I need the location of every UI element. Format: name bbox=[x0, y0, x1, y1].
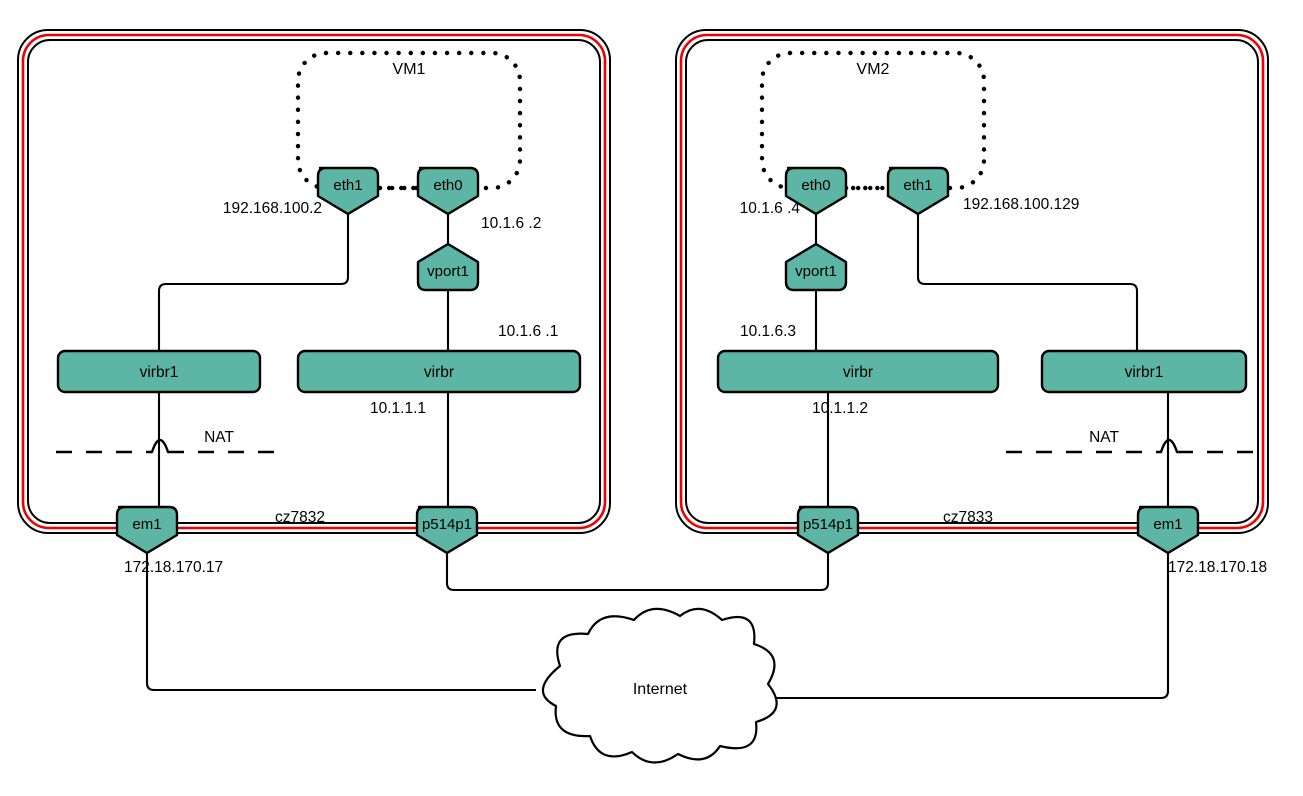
link-em1-right-down bbox=[750, 553, 1170, 700]
bridge-virbr-right-label: virbr bbox=[843, 364, 873, 381]
bridge-virbr-left-label: virbr bbox=[424, 364, 454, 381]
ip-virbr-left-top: 10.1.6 .1 bbox=[498, 323, 558, 340]
link-em1-left-down bbox=[145, 553, 536, 692]
bridge-virbr1-left-label: virbr1 bbox=[140, 364, 179, 381]
node-vm1-eth0-label: eth0 bbox=[433, 177, 462, 194]
host-right-boundary bbox=[675, 29, 1269, 534]
vm1-label: VM1 bbox=[393, 61, 426, 78]
link-vm2-eth1-to-virbr1 bbox=[916, 208, 1139, 351]
bridge-virbr1-left[interactable]: virbr1 bbox=[56, 349, 262, 394]
node-vport1-left-label: vport1 bbox=[427, 263, 469, 280]
nat-label-right: NAT bbox=[1089, 429, 1119, 446]
node-vm1-eth0[interactable]: eth0 bbox=[416, 166, 480, 216]
nic-p514p1-left-label: p514p1 bbox=[422, 516, 472, 533]
node-vm2-eth0[interactable]: eth0 bbox=[784, 166, 848, 216]
ip-vm1-eth1: 192.168.100.2 bbox=[223, 200, 322, 217]
node-vm2-eth0-label: eth0 bbox=[801, 177, 830, 194]
ip-em1-right: 172.18.170.18 bbox=[1168, 559, 1267, 576]
nic-p514p1-left[interactable]: p514p1 bbox=[415, 505, 479, 555]
ip-vm2-eth0: 10.1.6 .4 bbox=[740, 200, 801, 217]
vm1-boundary bbox=[295, 50, 523, 191]
ip-vm2-eth1: 192.168.100.129 bbox=[963, 196, 1079, 213]
node-vm1-eth1-label: eth1 bbox=[333, 177, 362, 194]
ip-virbr-right-top: 10.1.6.3 bbox=[740, 323, 796, 340]
internet-cloud-label: Internet bbox=[633, 681, 688, 698]
ip-virbr-left-bottom: 10.1.1.1 bbox=[370, 400, 426, 417]
link-p514p1-interhost bbox=[445, 553, 830, 592]
ip-em1-left: 172.18.170.17 bbox=[124, 559, 223, 576]
bridge-virbr1-right-label: virbr1 bbox=[1125, 364, 1164, 381]
bridge-virbr-right[interactable]: virbr bbox=[716, 349, 1000, 394]
nic-em1-left[interactable]: em1 bbox=[115, 505, 179, 555]
nic-em1-right-label: em1 bbox=[1153, 516, 1182, 533]
bridge-virbr-left[interactable]: virbr bbox=[296, 349, 582, 394]
ip-virbr-right-bottom: 10.1.1.2 bbox=[812, 400, 868, 417]
node-vport1-right[interactable]: vport1 bbox=[784, 242, 848, 292]
node-vport1-right-label: vport1 bbox=[795, 263, 837, 280]
vm2-label: VM2 bbox=[857, 61, 890, 78]
host-left-boundary bbox=[17, 29, 611, 534]
nat-hop-right bbox=[1159, 438, 1179, 454]
node-vm2-eth1-label: eth1 bbox=[903, 177, 932, 194]
link-vm1-eth1-to-virbr1 bbox=[157, 208, 350, 351]
nat-hop-left bbox=[150, 438, 170, 454]
link-label-cz7832: cz7832 bbox=[275, 509, 325, 526]
link-label-cz7833: cz7833 bbox=[943, 509, 993, 526]
node-vm1-eth1[interactable]: eth1 bbox=[316, 166, 380, 216]
nic-em1-right[interactable]: em1 bbox=[1136, 505, 1200, 555]
ip-vm1-eth0: 10.1.6 .2 bbox=[481, 215, 541, 232]
bridge-virbr1-right[interactable]: virbr1 bbox=[1040, 349, 1248, 394]
nat-label-left: NAT bbox=[204, 429, 234, 446]
internet-cloud[interactable]: Internet bbox=[541, 607, 778, 764]
vm2-boundary bbox=[759, 50, 987, 191]
nic-p514p1-right[interactable]: p514p1 bbox=[796, 505, 860, 555]
nic-p514p1-right-label: p514p1 bbox=[803, 516, 853, 533]
node-vport1-left[interactable]: vport1 bbox=[416, 242, 480, 292]
node-vm2-eth1[interactable]: eth1 bbox=[886, 166, 950, 216]
nic-em1-left-label: em1 bbox=[132, 516, 161, 533]
